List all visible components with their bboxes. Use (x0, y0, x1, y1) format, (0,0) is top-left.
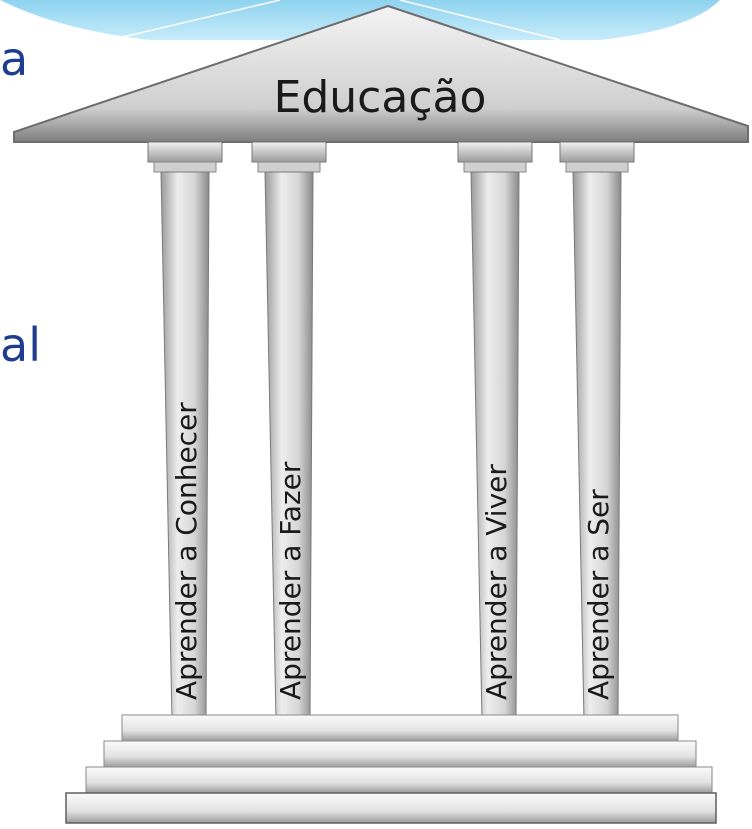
slide-text-fragment-middle: al (0, 322, 41, 368)
pillar-label-4: Aprender a Ser (582, 489, 615, 700)
temple-roof: Educação (13, 4, 749, 143)
pillar-3: Aprender a Viver (457, 141, 533, 721)
pillar-label-1: Aprender a Conhecer (170, 402, 203, 700)
pillar-label-2: Aprender a Fazer (274, 461, 307, 700)
pillar-4: Aprender a Ser (559, 141, 635, 721)
slide-text-fragment-top: a (0, 36, 29, 82)
pillar-label-3: Aprender a Viver (480, 464, 513, 700)
pillar-1: Aprender a Conhecer (147, 141, 223, 721)
pillar-2: Aprender a Fazer (251, 141, 327, 721)
temple-steps (65, 714, 717, 824)
roof-title: Educação (274, 72, 487, 123)
